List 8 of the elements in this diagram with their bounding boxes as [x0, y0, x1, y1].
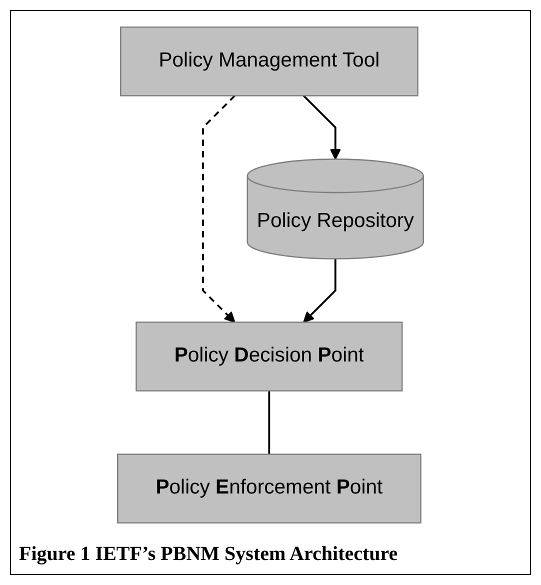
arrow	[202, 95, 236, 323]
figure-caption: Figure 1 IETF’s PBNM System Architecture	[18, 542, 399, 567]
arrow	[303, 258, 336, 323]
node-box: Policy Enforcement Point	[117, 454, 422, 524]
node-box: Policy Management Tool	[120, 26, 418, 96]
connector	[268, 390, 270, 454]
node-box: Policy Decision Point	[136, 322, 403, 392]
arrow	[302, 95, 341, 160]
